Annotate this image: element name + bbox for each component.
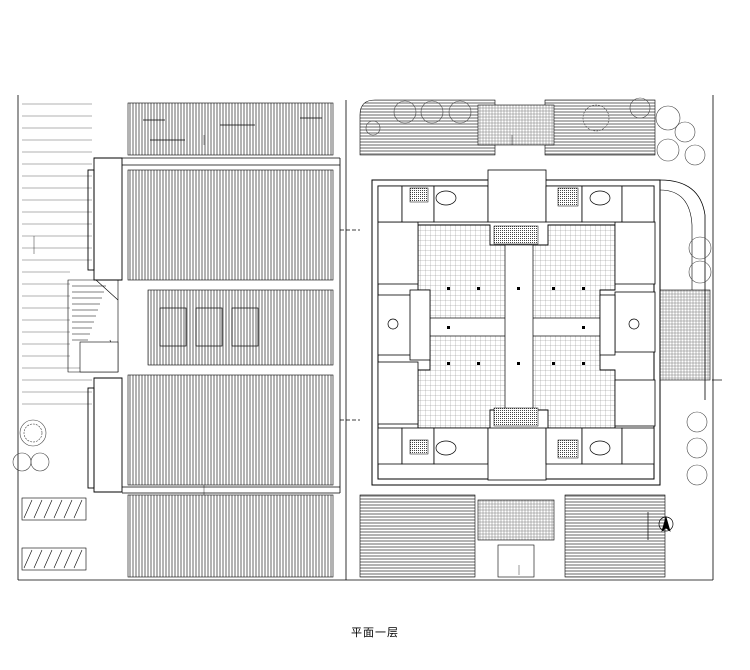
south-steps bbox=[497, 544, 535, 578]
parking-bays bbox=[21, 497, 87, 571]
west-strip-building bbox=[87, 157, 123, 493]
paving-south bbox=[359, 494, 476, 578]
east-lawn bbox=[659, 289, 711, 381]
tree-icon bbox=[365, 97, 712, 486]
north-plaza bbox=[477, 104, 555, 146]
north-arrow-icon bbox=[647, 379, 722, 540]
court-top-strip bbox=[127, 102, 334, 156]
court-middle bbox=[147, 289, 334, 366]
court-markings bbox=[143, 117, 322, 347]
floor-plan-drawing bbox=[12, 95, 722, 581]
cross-walkway bbox=[429, 244, 601, 411]
stairs bbox=[409, 187, 579, 459]
tree-icon bbox=[12, 419, 50, 472]
driveway-inner bbox=[659, 189, 693, 290]
rooms-east bbox=[599, 221, 656, 427]
drawing-caption: 平面一层 bbox=[351, 626, 399, 639]
court-north bbox=[127, 169, 334, 281]
rooms-south bbox=[377, 427, 655, 481]
south-plaza bbox=[477, 499, 555, 541]
entrance-ramp bbox=[67, 279, 119, 373]
meeting-tables bbox=[387, 190, 640, 456]
courtyard-columns bbox=[447, 287, 585, 365]
site-boundary bbox=[17, 95, 714, 581]
paving-south-2 bbox=[564, 494, 666, 578]
room-tags bbox=[33, 135, 520, 575]
parking-stripes bbox=[22, 103, 92, 405]
rooms-west bbox=[377, 221, 431, 425]
paving-north-2 bbox=[544, 99, 656, 156]
court-south bbox=[127, 374, 334, 486]
driveway bbox=[659, 179, 706, 400]
corridor bbox=[122, 100, 360, 580]
court-bottom-strip bbox=[127, 494, 334, 578]
